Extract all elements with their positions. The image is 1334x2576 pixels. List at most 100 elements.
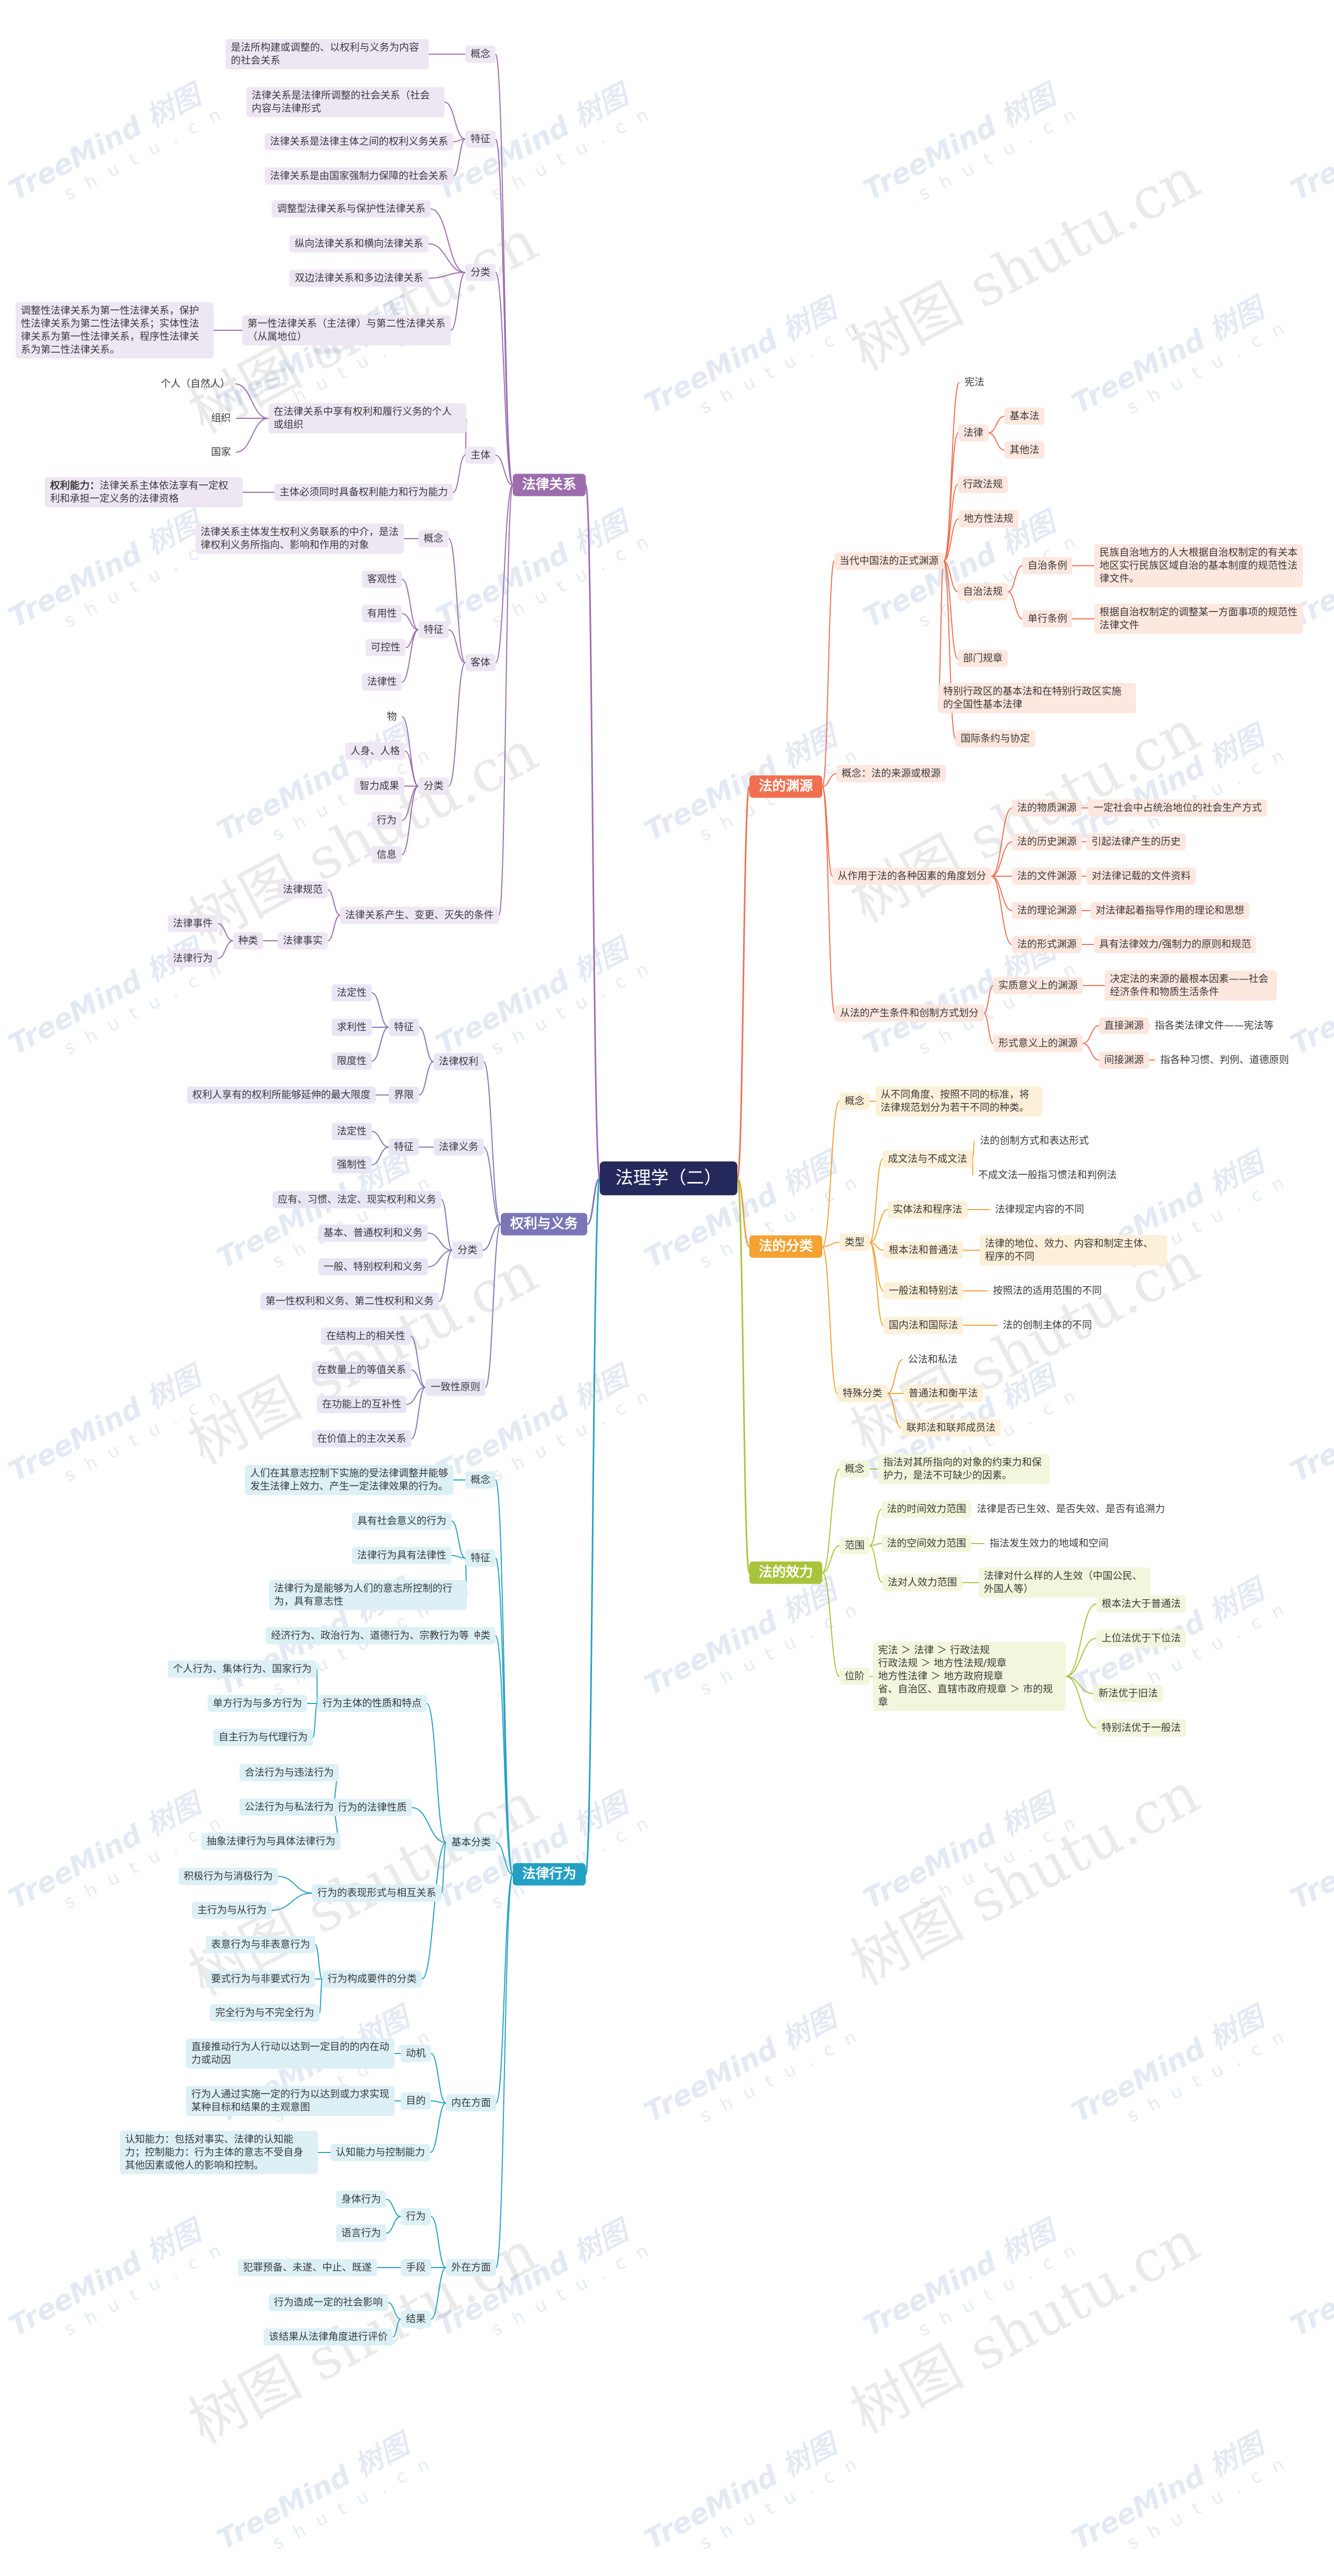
node-ac-in2t: 行为人通过实施一定的行为以达到或力求实现某种目标和结果的主观意图 xyxy=(186,2086,394,2116)
link-cl-s3 xyxy=(887,1393,901,1428)
node-ac-in3t: 认知能力：包括对事实、法律的认知能力；控制能力：行为主体的意志不受自身其他因素或… xyxy=(120,2131,318,2174)
node-ac-b3a: 积极行为与消极行为 xyxy=(178,1868,278,1885)
node-sr-concept: 概念：法的来源或根源 xyxy=(836,765,946,782)
node-l1-src[interactable]: 法的渊源 xyxy=(749,775,823,798)
node-l1-act[interactable]: 法律行为 xyxy=(512,1863,586,1886)
link-rt-c3 xyxy=(427,1250,453,1267)
node-ac-b2: 行为的法律性质 xyxy=(332,1799,412,1816)
node-rel-obj-k: 分类 xyxy=(418,777,449,795)
link-sr-r5 xyxy=(991,876,1012,945)
node-cl-type: 类型 xyxy=(839,1234,870,1251)
node-cl-t3t: 法律的地位、效力、内容和制定主体、程序的不同 xyxy=(980,1235,1167,1265)
link-ef-r3 xyxy=(869,1545,883,1583)
link-ac-in1 xyxy=(430,2053,447,2104)
link-sr-f5a xyxy=(1007,565,1023,592)
node-l1-eff[interactable]: 法的效力 xyxy=(749,1561,823,1584)
link-rt-rf1 xyxy=(372,992,389,1028)
node-sr-f5bt: 根据自治权制定的调整某一方面事项的规范性法律文件 xyxy=(1094,604,1303,634)
link-rel-sub-1a xyxy=(235,383,269,419)
node-cl-t2t: 法律规定内容的不同 xyxy=(995,1203,1084,1215)
node-rel-sub-1c: 国家 xyxy=(211,446,231,458)
watermark-brand-text: TreeMind 树图 xyxy=(1066,2428,1269,2557)
link-rel-obj-f4 xyxy=(402,629,419,682)
link-ac-b1c xyxy=(312,1703,318,1738)
node-l1-rights[interactable]: 权利与义务 xyxy=(500,1213,588,1236)
node-sr-r1t: 一定社会中占统治地位的社会生产方式 xyxy=(1088,799,1267,817)
node-cl-t5: 国内法和国际法 xyxy=(883,1316,964,1334)
link-sr-f5 xyxy=(943,561,958,592)
link-sr-f4 xyxy=(943,518,959,562)
node-ac-o2: 手段 xyxy=(400,2259,431,2276)
link-rel-obj-k5 xyxy=(401,786,419,855)
link-ac-basic xyxy=(496,1842,513,1875)
node-rel-obj-k2: 人身、人格 xyxy=(345,742,405,760)
node-rel-concept: 概念 xyxy=(465,45,496,63)
link-rel-cond-2a xyxy=(217,923,233,941)
node-sr-c1: 实质意义上的渊源 xyxy=(993,977,1083,994)
node-rt-rf3: 限度性 xyxy=(331,1052,372,1070)
link-rt-df1 xyxy=(372,1131,389,1148)
node-rel-sub-1: 在法律关系中享有权利和履行义务的个人或组织 xyxy=(268,403,466,433)
node-rel-cls-4: 第一性法律关系（主法律）与第二性法律关系（从属地位） xyxy=(242,315,451,345)
node-cl-t1a: 法的创制方式和表达形式 xyxy=(980,1135,1089,1147)
node-rt-rl: 界限 xyxy=(388,1086,419,1104)
node-sr-f5a: 自治条例 xyxy=(1022,557,1073,575)
link-rel-obj-f1 xyxy=(402,579,419,630)
link-ef-k1 xyxy=(1065,1603,1097,1677)
node-ac-b4c: 完全行为与不完全行为 xyxy=(209,2004,320,2022)
node-sr-r2: 法的历史渊源 xyxy=(1011,833,1082,851)
node-ef-rank: 位阶 xyxy=(839,1667,870,1685)
link-rt-uni xyxy=(485,1224,501,1388)
node-sr-c2a: 直接渊源 xyxy=(1098,1017,1150,1035)
node-ac-b4: 行为构成要件的分类 xyxy=(322,1970,422,1988)
watermark-url-text: s h u t u . c n xyxy=(696,2451,864,2554)
link-ac-in2 xyxy=(431,2100,446,2104)
node-rt-right: 法律权利 xyxy=(433,1053,484,1071)
node-rel-cond-1: 法律规范 xyxy=(277,881,328,899)
node-rt-df1: 法定性 xyxy=(331,1123,372,1140)
node-ac-b2c: 抽象法律行为与具体法律行为 xyxy=(201,1833,341,1850)
link-rel-feat-1 xyxy=(444,102,466,140)
link-l1-eff xyxy=(736,1177,750,1574)
node-l1-cls[interactable]: 法的分类 xyxy=(749,1235,823,1258)
link-rt-cls xyxy=(482,1224,501,1251)
node-cl-s3: 联邦法和联邦成员法 xyxy=(901,1419,1001,1437)
node-sr-r5: 法的形式渊源 xyxy=(1011,936,1082,953)
node-ac-o1: 行为 xyxy=(400,2208,431,2225)
node-sr-f2b: 其他法 xyxy=(1004,441,1045,459)
node-rt-u2: 在数量上的等值关系 xyxy=(312,1361,412,1379)
link-rt-rf3 xyxy=(372,1027,389,1062)
link-ac-b2 xyxy=(412,1807,447,1843)
node-rt-rf1: 法定性 xyxy=(331,984,372,1002)
node-sr-role: 从作用于法的各种因素的角度划分 xyxy=(832,867,992,885)
node-root[interactable]: 法理学（二） xyxy=(600,1161,737,1196)
link-sr-r1 xyxy=(991,807,1012,877)
node-cl-t4: 一般法和特别法 xyxy=(883,1282,964,1300)
link-rt-c1 xyxy=(441,1199,453,1251)
node-ac-b1c: 自主行为与代理行为 xyxy=(213,1728,313,1746)
node-sr-r5t: 具有法律效力/强制力的原则和规范 xyxy=(1094,936,1256,953)
node-sr-f3: 行政法规 xyxy=(957,476,1008,493)
link-rel-cls-3 xyxy=(428,272,465,279)
link-ac-concept xyxy=(495,1479,513,1875)
node-ef-k3: 新法优于旧法 xyxy=(1093,1685,1164,1702)
node-ac-o1a: 身体行为 xyxy=(336,2191,387,2208)
node-l1-rel[interactable]: 法律关系 xyxy=(512,474,586,496)
watermark-brand-text: TreeMind 树图 xyxy=(639,2428,842,2557)
node-ac-b3b: 主行为与从行为 xyxy=(192,1901,272,1919)
node-rt-c2: 基本、普通权利和义务 xyxy=(318,1224,428,1242)
node-ef-k2: 上位法优于下位法 xyxy=(1096,1629,1187,1647)
node-rel-obj-k1: 物 xyxy=(387,711,397,723)
link-rel-obj-k xyxy=(448,662,466,787)
node-rt-rlt: 权利人享有的权利所能够延伸的最大限度 xyxy=(187,1086,376,1104)
link-l1-src xyxy=(736,786,750,1179)
link-rt-u2 xyxy=(411,1370,426,1388)
node-ef-rank-t: 宪法 ＞ 法律 ＞ 行政法规 行政法规 ＞ 地方性法规/规章 地方性法律 ＞ 地… xyxy=(873,1641,1066,1711)
link-rt-u4 xyxy=(411,1387,426,1439)
node-ef-r2: 法的空间效力范围 xyxy=(881,1535,972,1552)
node-sr-r4: 法的理论渊源 xyxy=(1011,902,1082,919)
watermark-brand-text: TreeMind 树图 xyxy=(212,2428,414,2557)
node-ac-b3: 行为的表现形式与相互关系 xyxy=(312,1884,442,1902)
node-cl-t1: 成文法与不成文法 xyxy=(882,1150,973,1168)
